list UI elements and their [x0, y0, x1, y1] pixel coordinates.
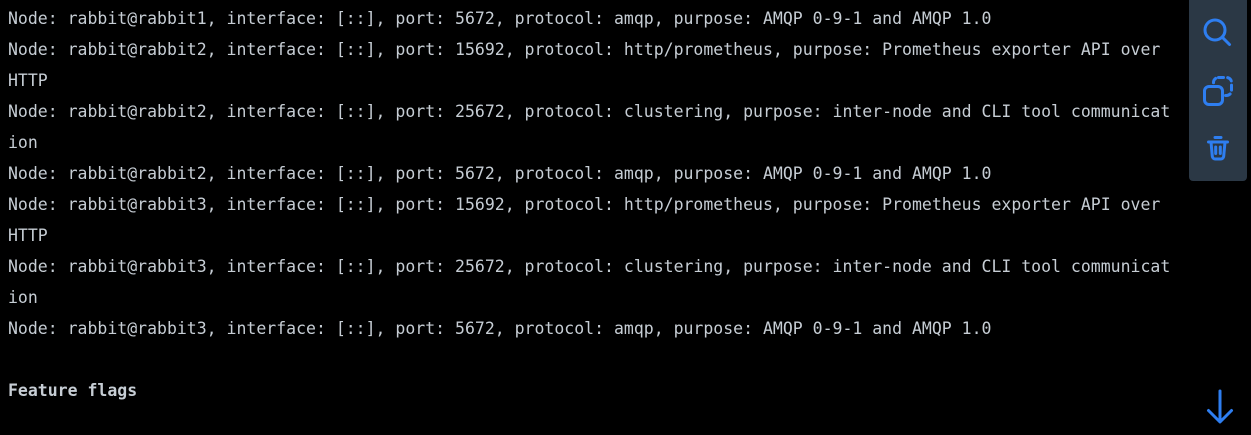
terminal-line: HTTP [8, 71, 48, 90]
terminal-line: Node: rabbit@rabbit2, interface: [::], p… [8, 40, 1161, 59]
terminal-line: Node: rabbit@rabbit3, interface: [::], p… [8, 319, 992, 338]
terminal-line: Node: rabbit@rabbit3, interface: [::], p… [8, 195, 1161, 214]
arrow-down-icon [1207, 389, 1233, 424]
search-icon [1203, 18, 1231, 47]
copy-icon [1203, 75, 1233, 106]
terminal-line: Node: rabbit@rabbit3, interface: [::], p… [8, 257, 1171, 276]
terminal-line: ion [8, 133, 38, 152]
terminal-blank-line [8, 344, 1170, 375]
search-button[interactable] [1194, 9, 1242, 57]
terminal-line: Node: rabbit@rabbit2, interface: [::], p… [8, 102, 1171, 121]
trash-icon [1207, 135, 1229, 161]
terminal-line: Node: rabbit@rabbit2, interface: [::], p… [8, 164, 992, 183]
scroll-down-button[interactable] [1199, 383, 1241, 433]
floating-toolbar [1189, 0, 1247, 181]
terminal-line: ion [8, 288, 38, 307]
copy-button[interactable] [1194, 67, 1242, 115]
terminal-output: Node: rabbit@rabbit1, interface: [::], p… [8, 3, 1170, 406]
terminal-line: Node: rabbit@rabbit1, interface: [::], p… [8, 9, 992, 28]
feature-flags-heading: Feature flags [8, 381, 138, 400]
delete-button[interactable] [1194, 124, 1242, 172]
terminal-line: HTTP [8, 226, 48, 245]
